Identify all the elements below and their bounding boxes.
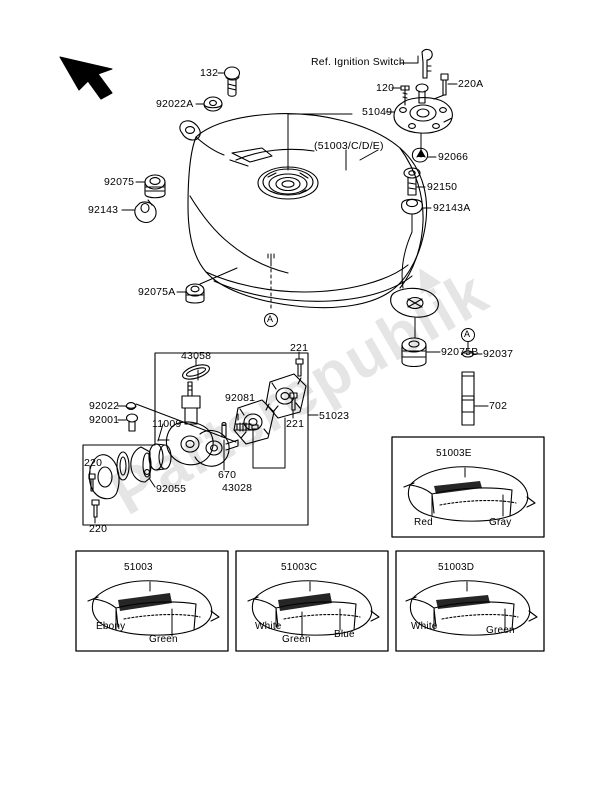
part-702-upper [461,371,475,413]
part-92143 [134,199,157,223]
callout-43028: 43028 [222,482,253,494]
callout-220-upper: 220 [84,457,103,469]
callout-92066: 92066 [438,151,469,163]
callout-221-upper: 221 [290,342,309,354]
variant-code-51003E: 51003E [436,448,472,459]
callout-92143: 92143 [88,204,119,216]
variant-color-white-2: White [411,621,438,632]
part-220A [440,73,449,96]
variant-color-ebony: Ebony [96,621,126,632]
variant-tank-E [403,466,536,522]
variant-color-gray: Gray [489,517,512,528]
part-key [421,48,433,79]
part-132 [223,66,241,97]
part-fuel-tap-body [157,381,239,467]
callout-92001: 92001 [89,414,120,426]
part-120 [400,85,410,106]
callout-92055: 92055 [156,483,187,495]
callout-92022A: 92022A [156,98,194,110]
part-92022-small [125,402,137,410]
part-92143A [401,198,423,215]
callout-92075A: 92075A [138,286,176,298]
callout-92075: 92075 [104,176,135,188]
callout-92037: 92037 [483,348,514,360]
part-92150 [403,167,421,196]
callout-702: 702 [489,400,508,412]
part-tap-plate [88,454,120,500]
callout-92081: 92081 [225,392,256,404]
part-92066 [411,147,429,163]
variant-color-red: Red [414,517,433,528]
part-92055 [130,446,152,483]
callout-51023: 51023 [319,410,350,422]
variant-color-green-1: Green [149,634,178,645]
variant-code-51003C: 51003C [281,562,318,573]
part-221-upper [295,358,304,377]
callout-670: 670 [218,469,237,481]
part-220-lower [91,499,100,518]
callout-92150: 92150 [427,181,458,193]
part-92001 [125,413,139,432]
callout-43058: 43058 [181,350,212,362]
callout-92075B: 92075B [441,346,479,358]
variant-color-white-1: White [255,621,282,632]
part-92075B [401,337,427,368]
part-51049 [393,94,453,134]
forward-arrow-icon [59,56,113,100]
callout-ref-ignition-switch: Ref. Ignition Switch [311,56,405,68]
callout-51003-set: (51003/C/D/E) [314,140,384,152]
part-43028-right [265,373,307,419]
variant-color-blue: Blue [334,629,355,640]
variant-color-green-2: Green [282,634,311,645]
part-670 [221,422,227,438]
part-92075 [144,174,166,199]
callout-92022: 92022 [89,400,120,412]
callout-51049: 51049 [362,106,393,118]
part-cap-bolt [415,83,429,104]
variant-color-green-3: Green [486,625,515,636]
variant-code-51003: 51003 [124,562,153,573]
callout-92143A: 92143A [433,202,471,214]
ref-marker-A-tank: A [267,314,274,324]
part-220-upper [88,473,96,492]
part-92075A [185,283,205,304]
callout-132: 132 [200,67,219,79]
part-702-lower [461,395,475,426]
part-92022A [203,96,223,112]
callout-221-lower: 221 [286,418,305,430]
ref-marker-A-hose: A [464,329,471,339]
variant-logos [118,481,490,611]
callout-120: 120 [376,82,395,94]
callout-220A: 220A [458,78,484,90]
callout-220-lower: 220 [89,523,108,535]
part-11009 [148,443,172,471]
variant-code-51003D: 51003D [438,562,475,573]
callout-11009: 11009 [152,418,182,430]
